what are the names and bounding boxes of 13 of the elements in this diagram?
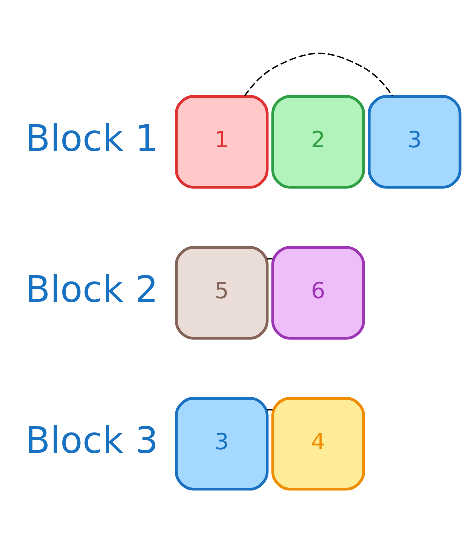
node-box: 4 bbox=[272, 396, 366, 490]
label: Block 1 bbox=[26, 116, 158, 160]
connector bbox=[244, 52, 394, 96]
node-box: 6 bbox=[272, 246, 366, 340]
connector bbox=[268, 408, 273, 410]
node-box: 5 bbox=[175, 246, 269, 340]
label: Block 3 bbox=[26, 418, 158, 462]
node-box: 1 bbox=[175, 94, 269, 188]
node-box: 3 bbox=[368, 94, 462, 188]
label: Block 2 bbox=[26, 267, 158, 310]
node-box: 2 bbox=[272, 94, 366, 188]
connector bbox=[268, 258, 273, 260]
node-box: 3 bbox=[175, 396, 269, 490]
